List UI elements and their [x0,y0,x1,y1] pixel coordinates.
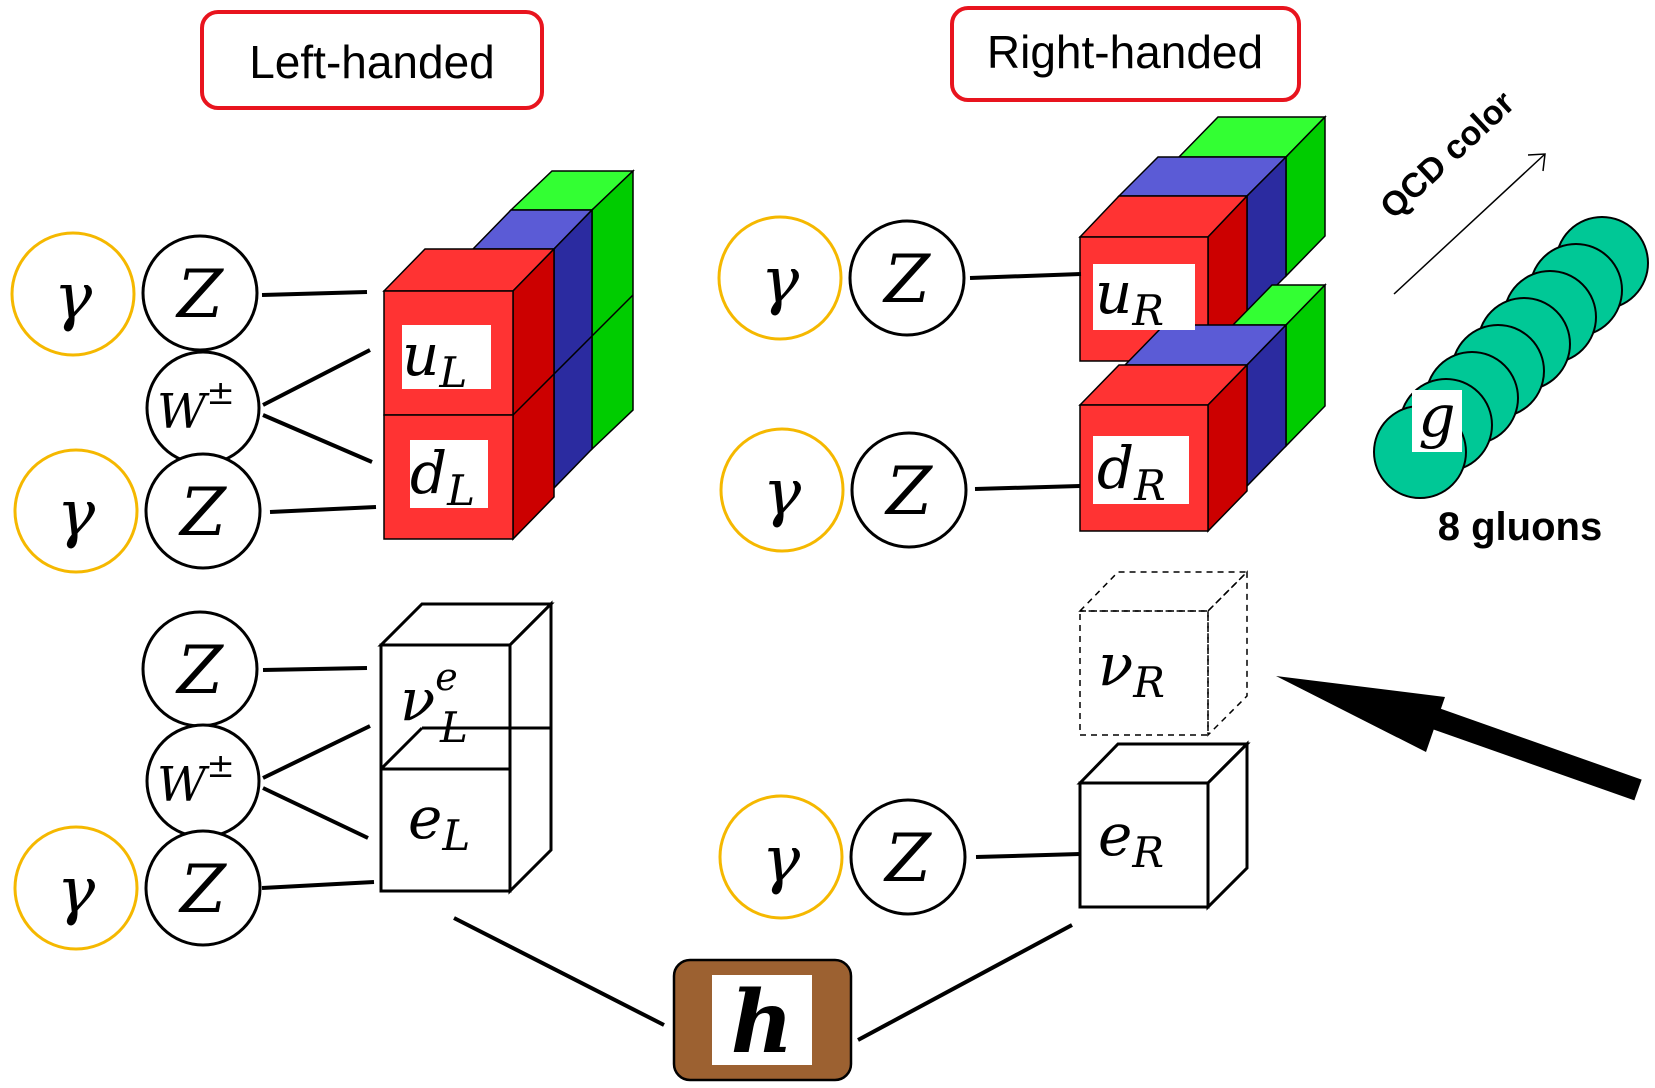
z-boson-circle: Z [848,219,966,337]
photon-circle: γ [718,794,844,920]
photon-circle: γ [10,231,136,357]
photon-symbol: γ [762,823,801,897]
d-right-base: d [1097,434,1134,502]
z-symbol: Z [175,632,224,709]
z-boson-circle: Z [144,452,262,570]
z-symbol: Z [883,820,932,897]
z-symbol: Z [884,453,933,530]
gluons-count-label: 8 gluons [1438,505,1602,549]
nu-left-base: ν [400,666,435,734]
nu-left-sup: e [435,655,458,699]
z-boson-circle: Z [144,829,262,947]
svg-text:dR: dR [1097,434,1166,510]
w-boson-circle: W± [145,723,261,839]
left-lepton-block [377,600,555,895]
left-handed-label: Left-handed [249,36,495,88]
photon-symbol: γ [54,260,93,334]
photon-circle: γ [13,825,139,951]
photon-circle: γ [717,215,843,341]
z-symbol: Z [882,241,931,318]
nu-right-sub: R [1132,658,1165,707]
qcd-color-label: QCD color [1373,84,1522,226]
higgs-box: h [672,958,853,1082]
w-symbol: W± [157,746,235,813]
w-boson-circle: W± [145,350,261,466]
e-left-base: e [408,784,442,852]
d-right-sub: R [1133,461,1166,510]
nu-right-label: νR [1098,631,1165,707]
right-neutrino-pointer-arrow [1276,676,1642,801]
qcd-color-arrow [1393,153,1546,295]
right-neutrino-dashed-block [1078,570,1249,737]
u-right-base: u [1095,259,1132,327]
z-boson-circle: Z [850,431,968,549]
w-charge: ± [206,373,235,413]
e-right-label: eR [1098,801,1164,877]
photon-symbol: γ [763,456,802,530]
photon-circle: γ [719,427,845,553]
z-boson-circle: Z [849,798,967,916]
right-handed-label: Right-handed [987,26,1263,78]
z-boson-circle: Z [141,234,259,352]
w-charge: ± [206,746,235,786]
e-right-base: e [1098,801,1132,869]
photon-circle: γ [13,448,139,574]
right-electron-block [1076,740,1251,911]
w-symbol: W± [157,373,235,440]
gluon-label: g [1412,382,1462,452]
e-left-label: eL [408,784,470,860]
nu-right-base: ν [1098,631,1133,699]
gluon-symbol: g [1418,382,1455,450]
d-left-label: dL [410,439,488,515]
u-left-base: u [402,321,439,389]
u-right-sub: R [1131,286,1164,335]
z-boson-circle: Z [141,610,259,728]
left-handed-header: Left-handed [200,10,544,110]
u-left-label: uL [402,321,491,397]
connection-lines [261,272,1082,1042]
z-symbol: Z [178,474,227,551]
z-symbol: Z [175,256,224,333]
nu-left-sub: L [439,703,468,752]
e-left-sub: L [441,811,470,860]
z-symbol: Z [178,851,227,928]
photon-symbol: γ [57,854,96,928]
right-handed-header: Right-handed [950,6,1301,102]
svg-text:uL: uL [402,321,467,397]
photon-symbol: γ [57,477,96,551]
svg-text:uR: uR [1095,259,1164,335]
d-right-label: dR [1093,434,1189,510]
u-right-label: uR [1093,259,1195,335]
higgs-symbol: h [731,972,794,1073]
d-left-base: d [410,439,447,507]
svg-text:dL: dL [410,439,475,515]
d-left-sub: L [446,466,475,515]
photon-symbol: γ [761,244,800,318]
gluon-stack [1373,216,1649,499]
e-right-sub: R [1131,828,1164,877]
u-left-sub: L [438,348,467,397]
